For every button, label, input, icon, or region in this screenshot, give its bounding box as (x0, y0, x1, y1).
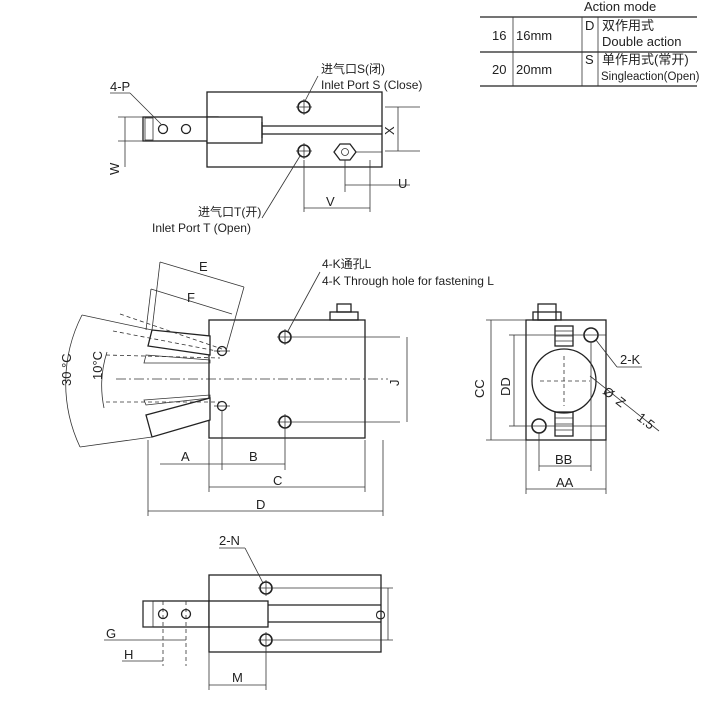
size-16mm: 16mm (516, 28, 552, 43)
bottom-view: 2-N O G H M (104, 533, 393, 690)
size-20: 20 (492, 62, 506, 77)
dim-f: F (187, 290, 195, 305)
action-mode-header: Action mode (584, 0, 656, 14)
dim-w: W (107, 162, 122, 175)
dim-bb: BB (555, 452, 572, 467)
mode-d-cn: 双作用式 (602, 18, 654, 33)
dim-depth: 1.5 (634, 410, 657, 433)
dim-a: A (181, 449, 190, 464)
action-mode-table: Action mode 16 16mm 20 20mm D 双作用式 Doubl… (480, 0, 700, 87)
mode-s-cn: 单作用式(常开) (602, 52, 689, 67)
dim-cc: CC (472, 379, 487, 398)
dim-2n: 2-N (219, 533, 240, 548)
dim-2k: 2-K (620, 352, 641, 367)
dim-4p: 4-P (110, 79, 130, 94)
side-view: CC DD BB AA 2-K Ø Z 1.5 (472, 303, 660, 494)
dim-g: G (106, 626, 116, 641)
mode-d-en: Double action (602, 34, 682, 49)
dim-aa: AA (556, 475, 574, 490)
main-view: J E F 30 °C 10°C 4-K通孔L 4-K Through hole… (59, 257, 494, 516)
dim-j: J (387, 380, 402, 387)
top-view: 4-P W X U V 进气口S(闭) Inlet Port S (Close)… (107, 61, 422, 235)
angle-10: 10°C (90, 351, 105, 380)
size-20mm: 20mm (516, 62, 552, 77)
mode-code-d: D (585, 18, 594, 33)
size-16: 16 (492, 28, 506, 43)
port-s-cn: 进气口S(闭) (321, 61, 385, 76)
port-t-en: Inlet Port T (Open) (152, 221, 251, 235)
dim-x: X (382, 126, 397, 135)
dim-h: H (124, 647, 133, 662)
dim-e: E (199, 259, 208, 274)
dim-b: B (249, 449, 258, 464)
dim-d: D (256, 497, 265, 512)
mode-s-en: Singleaction(Open) (601, 71, 700, 83)
dim-u: U (398, 176, 407, 191)
dim-o: O (373, 610, 388, 620)
hole-label-en: 4-K Through hole for fastening L (322, 274, 494, 288)
dim-dd: DD (498, 377, 513, 396)
mode-code-s: S (585, 52, 594, 67)
dim-c: C (273, 473, 282, 488)
dim-m: M (232, 670, 243, 685)
port-s-en: Inlet Port S (Close) (321, 78, 422, 92)
dim-v: V (326, 194, 335, 209)
hole-label-cn: 4-K通孔L (322, 257, 372, 271)
port-t-cn: 进气口T(开) (198, 204, 261, 219)
angle-30: 30 °C (59, 353, 74, 386)
